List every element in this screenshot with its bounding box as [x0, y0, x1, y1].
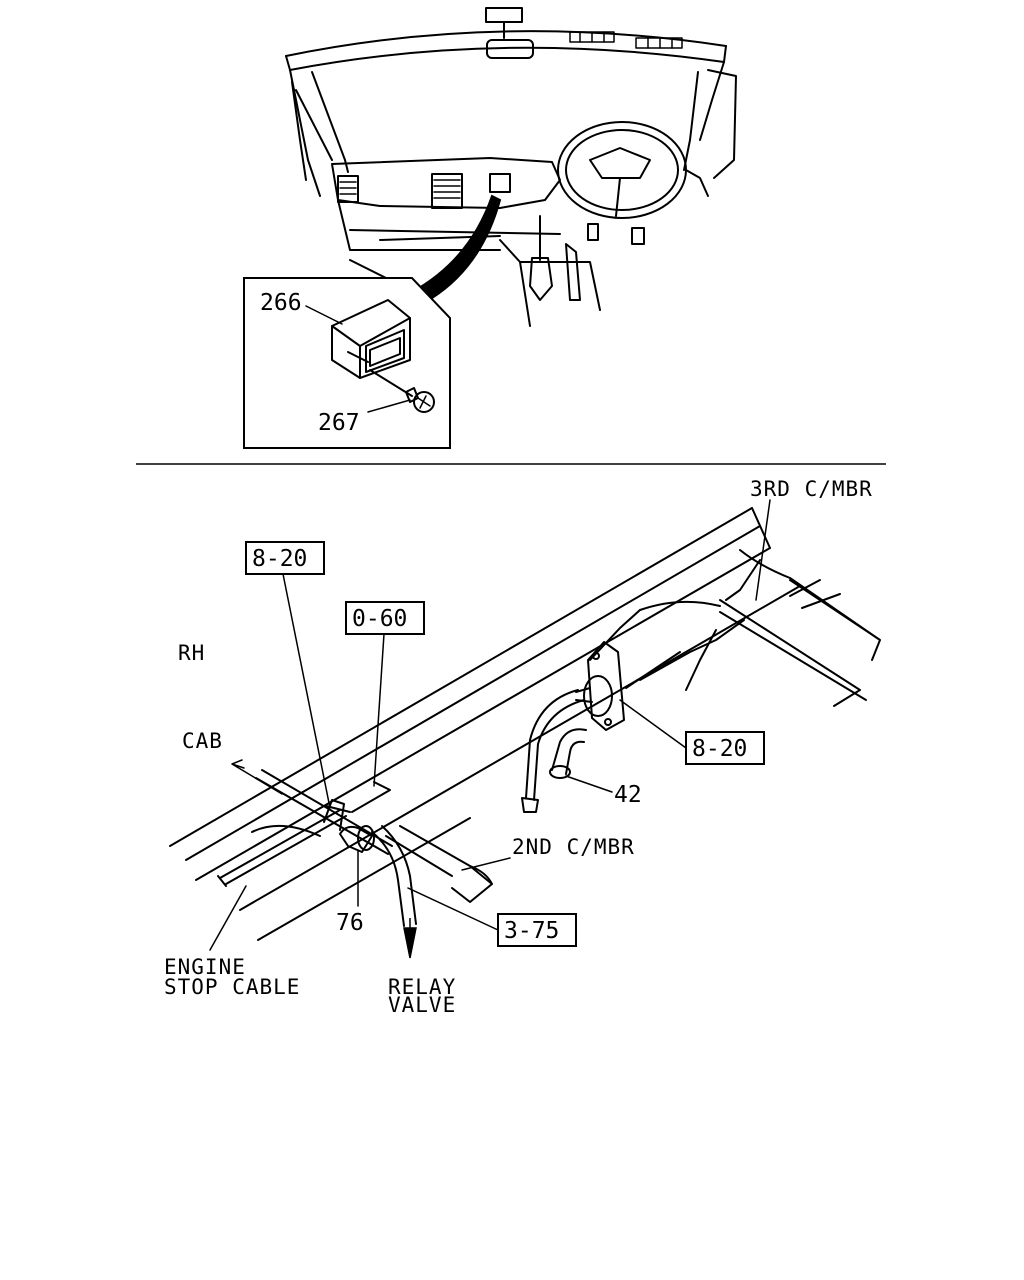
- callout-267: 267: [318, 410, 360, 436]
- relay-valve-bracket: [575, 641, 625, 731]
- ref-8-20-right: 8-20: [692, 736, 747, 762]
- label-rh: RH: [178, 641, 205, 665]
- ref-0-60: 0-60: [352, 606, 407, 632]
- engine-stop-cable: [219, 809, 347, 885]
- ref-8-20-left: 8-20: [252, 546, 307, 572]
- relay-valve-arrow: [403, 918, 417, 959]
- air-pipe: [525, 689, 579, 799]
- right-a-pillar: [699, 61, 737, 179]
- detail-inset-box: [243, 277, 451, 449]
- steering-wheel: [557, 121, 687, 219]
- label-engine-stop-cable-2: STOP CABLE: [164, 975, 300, 999]
- grommet: [339, 825, 373, 853]
- screw: [369, 369, 435, 413]
- label-relay-valve-1: RELAY: [388, 975, 456, 999]
- defroster-grille: [569, 31, 683, 49]
- label-relay-valve-2: VALVE: [388, 993, 456, 1017]
- shift-lever: [529, 215, 553, 301]
- cable-run: [639, 600, 721, 611]
- parking-lever: [565, 243, 581, 301]
- left-vent: [337, 175, 359, 203]
- control-module: [331, 299, 411, 379]
- ref-box-8-20-right: [685, 731, 765, 765]
- label-cab: CAB: [182, 729, 223, 753]
- cab-arrow: [231, 759, 283, 795]
- ref-box-8-20-left: [245, 541, 325, 575]
- ref-box-3-75: [497, 913, 577, 947]
- label-3rd-cross-member: 3RD C/MBR: [750, 477, 873, 501]
- dashboard: [331, 157, 561, 209]
- callout-266: 266: [260, 290, 302, 316]
- center-console: [499, 239, 601, 327]
- label-engine-stop-cable-1: ENGINE: [164, 955, 246, 979]
- center-vent: [431, 173, 463, 209]
- cab-pipe: [255, 769, 393, 855]
- mirror-mount: [485, 7, 523, 23]
- label-2nd-cross-member: 2ND C/MBR: [512, 835, 635, 859]
- third-cross-member: [719, 549, 881, 707]
- frame-side-rail: [169, 507, 753, 847]
- elbow-fitting: [551, 728, 587, 775]
- callout-42: 42: [614, 782, 642, 808]
- ref-3-75: 3-75: [504, 918, 559, 944]
- location-arrow: [409, 194, 502, 300]
- ref-box-0-60: [345, 601, 425, 635]
- second-cross-member: [385, 825, 493, 903]
- callout-76: 76: [336, 910, 364, 936]
- cab-interior-view: 266 267: [243, 7, 737, 449]
- unit-location: [489, 173, 511, 193]
- frame-view: 8-20 0-60 8-20 3-75 3RD C/MBR RH CAB 2ND…: [164, 477, 881, 1017]
